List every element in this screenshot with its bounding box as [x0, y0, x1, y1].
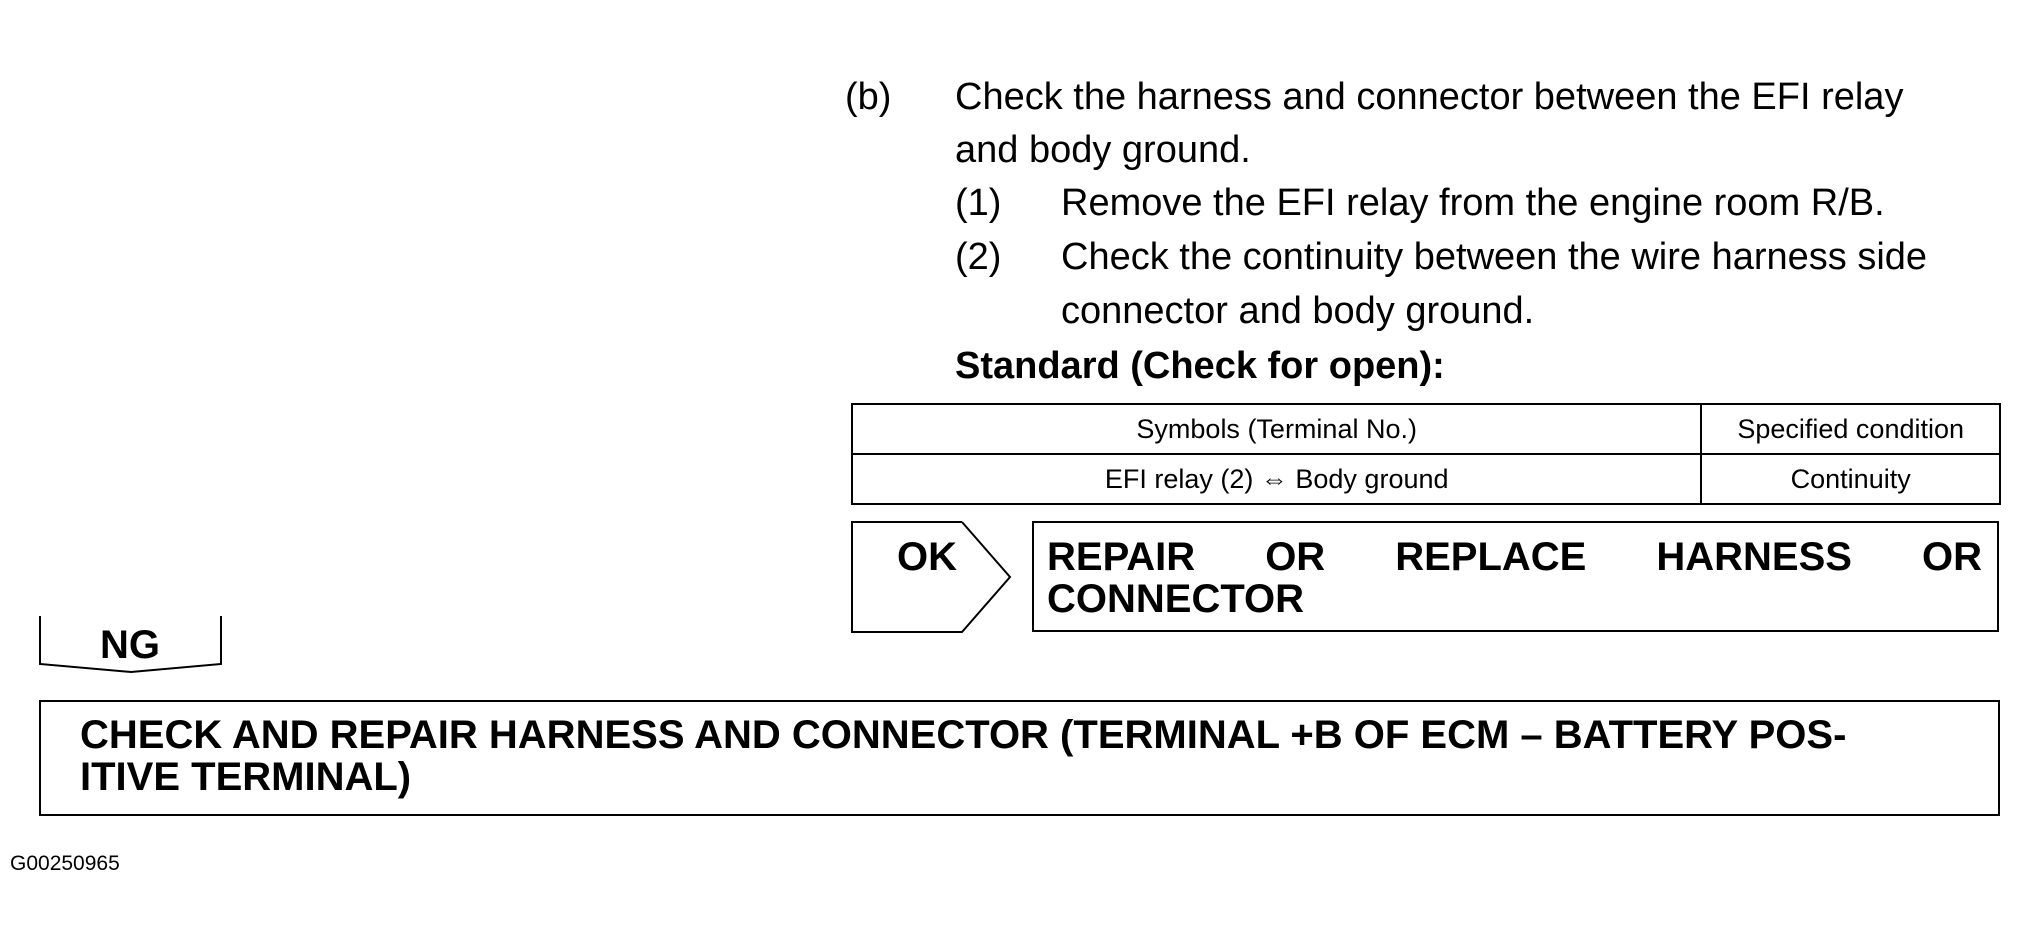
substep-2-label: (2): [955, 236, 1002, 278]
ng-result-line1: CHECK AND REPAIR HARNESS AND CONNECTOR (…: [80, 713, 1847, 757]
table-header-row: Symbols (Terminal No.) Specified conditi…: [850, 403, 2001, 455]
spec-table: Symbols (Terminal No.) Specified conditi…: [850, 403, 2001, 505]
ok-arrow-shape: [851, 521, 1012, 633]
table-cell-condition: Continuity: [1700, 453, 2001, 505]
table-header-symbols: Symbols (Terminal No.): [850, 403, 1703, 455]
ok-result-word: REPAIR: [1047, 535, 1196, 579]
ok-result-word: HARNESS: [1656, 535, 1852, 579]
table-header-condition: Specified condition: [1700, 403, 2001, 455]
substep-1-label: (1): [955, 182, 1002, 224]
ok-result-word: OR: [1265, 535, 1326, 579]
ok-result-word: REPLACE: [1395, 535, 1587, 579]
step-text-line2: and body ground.: [955, 129, 1251, 171]
ok-result-word: OR: [1921, 535, 1982, 579]
substep-2-text-line2: connector and body ground.: [1061, 290, 1535, 332]
step-text-line1: Check the harness and connector between …: [955, 76, 1904, 118]
ok-result-line1: REPAIR OR REPLACE HARNESS OR: [1047, 535, 1982, 579]
ng-arrow-shape: [39, 616, 222, 674]
ng-label: NG: [100, 623, 160, 667]
ok-result-line2: CONNECTOR: [1047, 577, 1305, 621]
table-row: EFI relay (2) ⇔ Body ground Continuity: [850, 453, 2001, 505]
table-cell-symbols: EFI relay (2) ⇔ Body ground: [850, 453, 1703, 505]
ng-result-line2: ITIVE TERMINAL): [80, 755, 412, 799]
step-label: (b): [845, 76, 892, 118]
substep-1-text: Remove the EFI relay from the engine roo…: [1061, 182, 1885, 224]
ok-result-box: [1032, 521, 1999, 632]
standard-title: Standard (Check for open):: [955, 345, 1445, 387]
ok-label: OK: [897, 535, 957, 579]
substep-2-text-line1: Check the continuity between the wire ha…: [1061, 236, 1928, 278]
figure-id: G00250965: [10, 852, 120, 875]
ng-result-box: [39, 700, 2000, 816]
